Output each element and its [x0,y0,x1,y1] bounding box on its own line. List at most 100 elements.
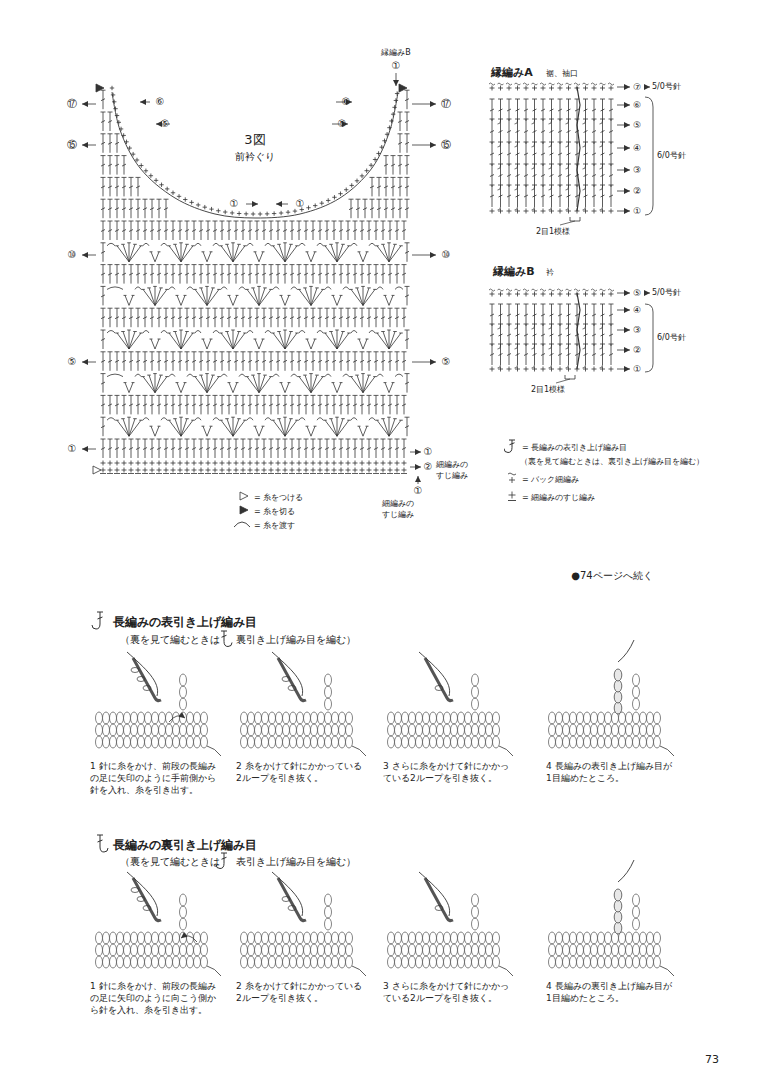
stitch-line [405,133,410,134]
stitch-line [331,244,337,261]
stitch-line [220,230,224,232]
stitch-line [152,461,153,466]
stitch-line [381,317,385,319]
stitch-line [171,317,175,319]
stitch-line [115,164,119,166]
stitch-line [318,351,323,352]
chain-arc [325,374,331,377]
stitch-line [129,295,133,305]
stitch-line [360,230,364,232]
stitch-line [346,448,350,450]
stitch-line [362,461,363,466]
stitch-line [129,360,133,362]
stitch-line [389,243,390,262]
stitch-line [389,383,393,393]
stitch-line [405,99,409,101]
stitch-line [185,308,190,309]
stitch-line [601,153,605,155]
stitch-line [377,333,389,349]
stitch-line [108,186,112,188]
stitch-line [306,426,309,427]
chain-arc [317,243,323,246]
stitch-line [262,230,266,232]
stitch-line [304,230,308,232]
stitch-line [318,230,322,232]
chain-arc [187,374,193,377]
stitch-line [332,221,337,222]
stitch-line [378,151,379,155]
stitch-line [297,448,301,450]
stitch-line [175,244,181,261]
stitch-line [499,175,503,177]
stitch-line [303,287,307,288]
stitch-line [341,418,345,419]
stitch-line [198,203,199,207]
stitch-line [234,308,239,309]
stitch-line [340,382,343,383]
stitch-line [369,468,370,473]
stitch-line [178,395,183,396]
stitch-line [180,468,181,473]
stitch-line [207,289,219,305]
stitch-line [143,264,148,265]
stitch-line [363,252,367,262]
stitch-line [271,468,272,473]
stitch-line [108,177,113,178]
stitch-line [254,339,257,340]
stitch-line [374,351,379,352]
stitch-line [311,377,323,393]
stitch-line [107,473,113,474]
stitch-line [213,404,217,406]
stitch-line [108,395,113,396]
stitch-line [348,468,349,473]
stitch-line [125,383,129,393]
stitch-line [389,332,395,350]
stitch-line [185,331,189,332]
stitch-line [248,360,252,362]
stitch-line [149,375,155,393]
stitch-line [219,420,223,421]
stitch-line [211,207,212,211]
stitch-line [207,375,213,393]
stitch-line [297,264,302,265]
stitch-line [199,395,204,396]
stitch-line [388,317,392,319]
stitch-line [122,404,126,406]
stitch-line [101,177,106,178]
row-arrow [412,255,436,256]
stitch-line [167,187,168,191]
stitch-line [208,468,209,473]
stitch-line [257,461,258,466]
stitch-line [157,351,162,352]
stitch-line [243,245,247,246]
stitch-line [169,333,181,349]
stitch-line [341,468,342,473]
stitch-line [334,468,335,473]
stitch-line [338,473,344,474]
stitch-line [315,203,316,207]
stitch-line [360,221,365,222]
chain-arc [213,243,219,246]
stitch-line [304,317,308,319]
stitch-line [129,243,130,262]
stitch-line [122,273,126,275]
stitch-line [367,360,371,362]
stitch-line [567,175,571,177]
stitch-line [101,382,105,384]
stitch-line [206,404,210,406]
stitch-line [305,375,311,393]
stitch-line [385,295,389,305]
stitch-line [299,468,300,473]
stitch-line [150,339,153,340]
stitch-line [384,199,389,200]
stitch-line [129,230,133,232]
stitch-line [404,468,405,473]
stitch-line [262,351,267,352]
stitch-line [277,418,281,419]
stitch-line [395,448,399,450]
stitch-line [207,288,213,306]
stitch-line [290,404,294,406]
stitch-line [145,169,146,173]
post-mark [549,166,552,169]
stitch-line [395,230,399,232]
